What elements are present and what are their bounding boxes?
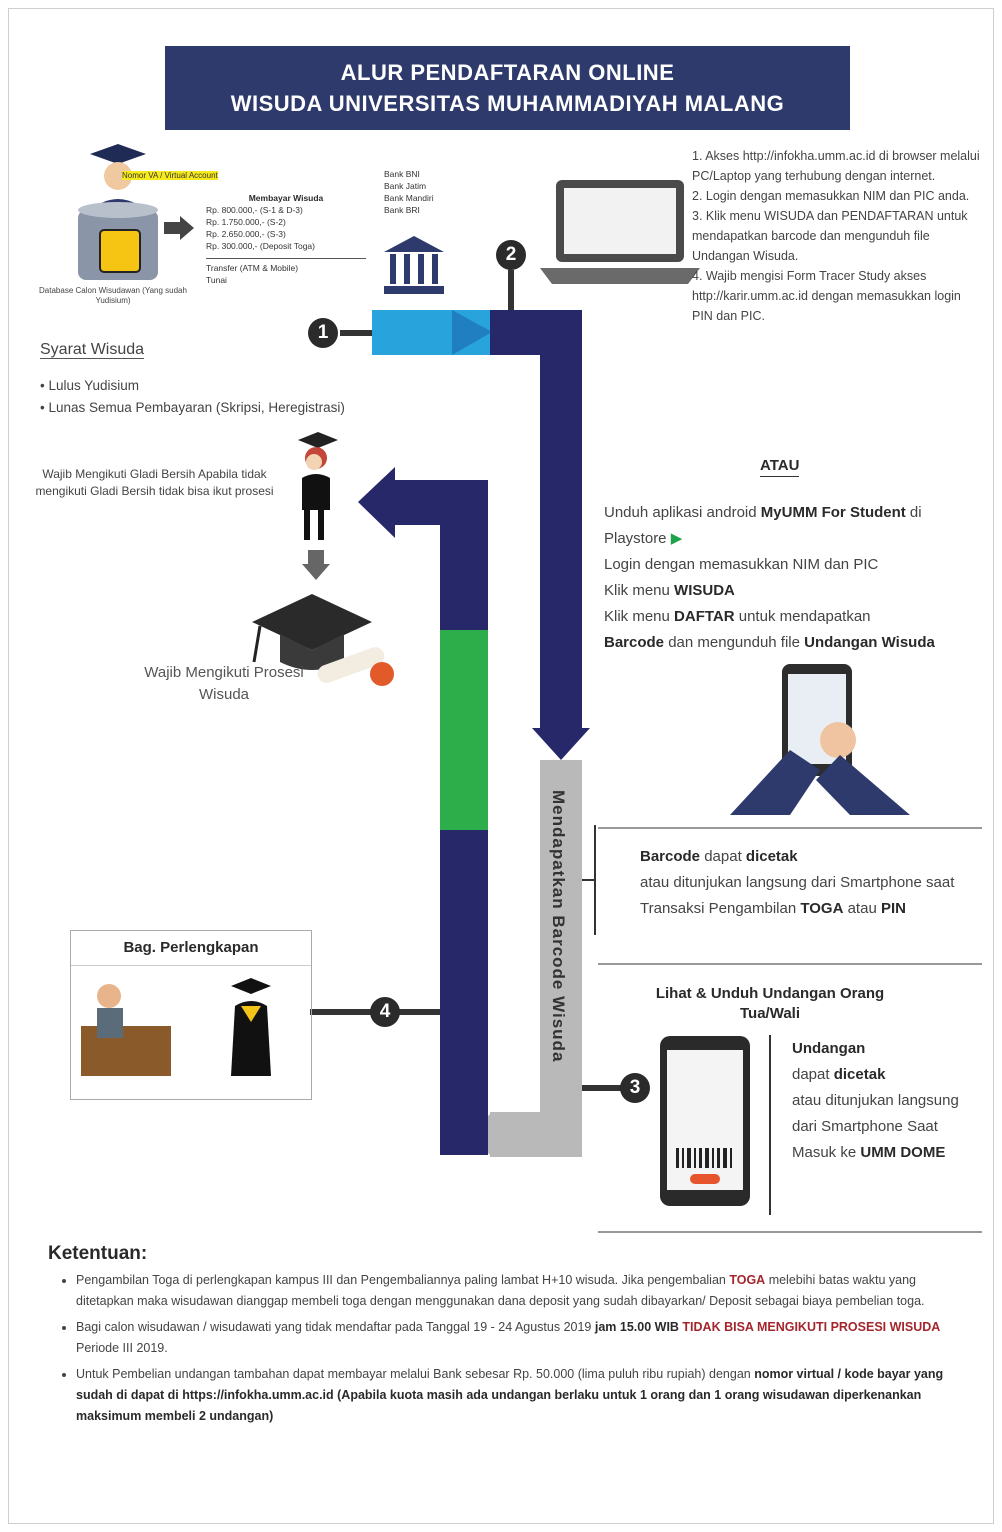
vertical-label-box: Mendapatkan Barcode Wisuda (548, 790, 574, 1150)
arrow-segment-green (440, 630, 488, 830)
bank-item: Bank BRI (384, 205, 420, 215)
payment-box: Membayar Wisuda Rp. 800.000,- (S-1 & D-3… (206, 192, 366, 286)
arrow-column-navy (540, 310, 582, 730)
syarat-item: • Lunas Semua Pembayaran (Skripsi, Hereg… (40, 400, 345, 415)
poster-frame (8, 8, 994, 1524)
step-3-badge: 3 (620, 1073, 650, 1103)
step-4-badge: 4 (370, 997, 400, 1027)
android-line-3: Klik menu WISUDA (604, 582, 735, 599)
fee-line: Rp. 2.650.000,- (S-3) (206, 229, 286, 239)
bank-building-icon (384, 236, 444, 294)
va-tag: Nomor VA / Virtual Account (122, 171, 218, 180)
toga-handover-illustration (81, 978, 271, 1076)
step-2-item: 1. Akses http://infokha.umm.ac.id di bro… (692, 149, 980, 183)
arrow-head-left (358, 467, 395, 538)
perlengkapan-title: Bag. Perlengkapan (71, 931, 311, 966)
ketentuan-item-2: Bagi calon wisudawan / wisudawati yang t… (76, 1317, 958, 1359)
gladi-text: Wajib Mengikuti Gladi Bersih Apabila tid… (35, 467, 274, 498)
atau-label: ATAU (760, 456, 800, 477)
android-line-4: Klik menu DAFTAR untuk mendapatkan (604, 608, 871, 625)
arrow-bottom-gray (490, 1112, 582, 1157)
arrow-down-icon (302, 550, 330, 580)
fee-line: Rp. 800.000,- (S-1 & D-3) (206, 205, 303, 215)
ketentuan-heading: Ketentuan: (48, 1243, 148, 1264)
android-instructions: Unduh aplikasi android MyUMM For Student… (604, 500, 980, 656)
barcode-text: Barcode dapat dicetak atau ditunjukan la… (640, 848, 955, 917)
step-1-badge: 1 (308, 318, 338, 348)
phone-barcode-illustration (660, 1036, 750, 1206)
step-2-badge: 2 (496, 240, 526, 270)
syarat-heading: Syarat Wisuda (40, 341, 145, 359)
payment-title: Membayar Wisuda (248, 193, 324, 203)
android-line-1: Unduh aplikasi android MyUMM For Student… (604, 504, 922, 547)
ketentuan-item-1: Pengambilan Toga di perlengkapan kampus … (76, 1270, 958, 1312)
ketentuan-item-3: Untuk Pembelian undangan tambahan dapat … (76, 1364, 958, 1427)
step-2-item: 2. Login dengan memasukkan NIM dan PIC a… (692, 189, 970, 203)
title-line-1: ALUR PENDAFTARAN ONLINE (340, 60, 675, 85)
android-line-5: Barcode dan mengunduh file Undangan Wisu… (604, 634, 935, 651)
cap-diploma-illustration (252, 594, 394, 686)
arrow-column-gray (540, 760, 582, 1155)
ketentuan-list: Pengambilan Toga di perlengkapan kampus … (58, 1270, 958, 1432)
bank-item: Bank BNI (384, 169, 420, 179)
step-2-item: 4. Wajib mengisi Form Tracer Study akses… (692, 269, 961, 323)
laptop-illustration (540, 180, 700, 284)
bank-item: Bank Mandiri (384, 193, 434, 203)
fee-line: Rp. 300.000,- (Deposit Toga) (206, 241, 315, 251)
vertical-label: Mendapatkan Barcode Wisuda (549, 790, 568, 1063)
playstore-icon: ▶ (670, 530, 683, 547)
bank-list: Bank BNI Bank Jatim Bank Mandiri Bank BR… (384, 168, 434, 216)
title-line-2: WISUDA UNIVERSITAS MUHAMMADIYAH MALANG (230, 91, 785, 116)
perlengkapan-box: Bag. Perlengkapan (70, 930, 312, 1100)
bank-item: Bank Jatim (384, 181, 427, 191)
arrow-head-down (532, 728, 590, 760)
transfer-note: Transfer (ATM & Mobile) (206, 258, 366, 274)
hand-phone-illustration (730, 664, 910, 815)
prosesi-text: Wajib Mengikuti Prosesi Wisuda (144, 664, 304, 703)
fee-line: Rp. 1.750.000,- (S-2) (206, 217, 286, 227)
step-3-title: Lihat & Unduh Undangan Orang Tua/Wali (655, 985, 885, 1022)
db-caption: Database Calon Wisudawan (Yang sudah Yud… (39, 286, 187, 305)
android-line-2: Login dengan memasukkan NIM dan PIC (604, 556, 879, 573)
arrow-right-icon (164, 216, 194, 240)
transfer-note: Tunai (206, 275, 227, 285)
arrow-head-blue (452, 310, 492, 355)
step-2-item: 3. Klik menu WISUDA dan PENDAFTARAN untu… (692, 209, 968, 263)
step-2-list: 1. Akses http://infokha.umm.ac.id di bro… (692, 146, 984, 326)
title-banner: ALUR PENDAFTARAN ONLINE WISUDA UNIVERSIT… (165, 46, 850, 130)
arrow-left-top (385, 480, 488, 525)
step-3-text: Undangan dapat dicetak atau ditunjukan l… (792, 1040, 959, 1161)
graduate-student-illustration (298, 432, 338, 540)
graduate-database-illustration (78, 144, 158, 280)
syarat-item: • Lulus Yudisium (40, 378, 140, 393)
